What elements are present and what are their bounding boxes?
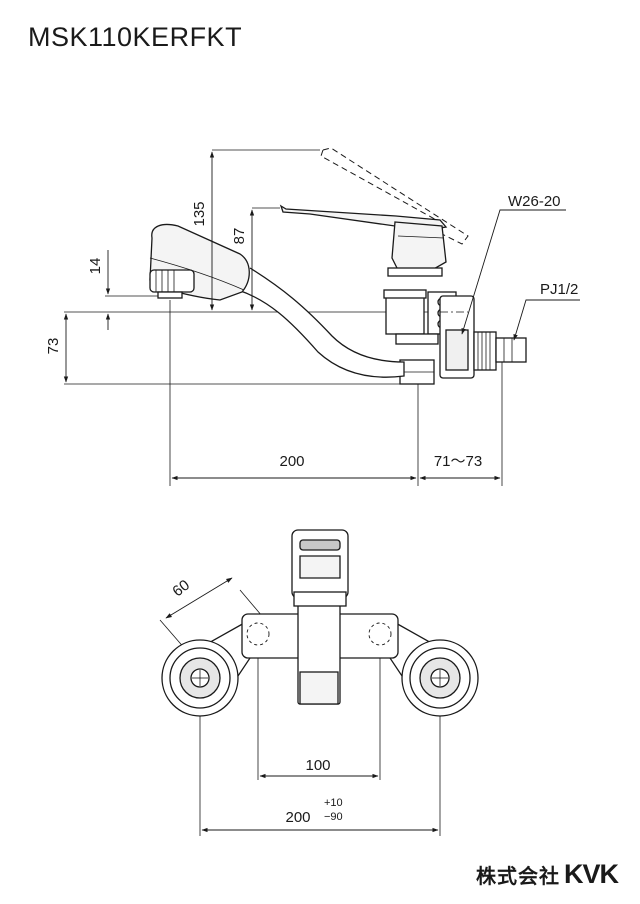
union-nut [473,331,497,371]
label-pipe: PJ1/2 [540,281,578,298]
dim-spout-reach: 200 [279,453,304,470]
left-union [161,639,239,717]
front-dimension-lines [165,577,439,833]
dim-elbow-angle: 60 [169,577,193,601]
front-view [159,529,479,836]
side-dimension-lines [63,151,501,481]
brand-mark: 株式会社 KVK [475,859,619,890]
front-extension-lines [159,589,441,836]
lever-raised-outline [320,147,469,245]
cartridge-block [385,293,425,335]
dim-spout-offset: 14 [87,258,104,275]
aerator [149,269,195,293]
leader-lines [461,209,580,341]
side-view [63,147,580,486]
dim-tolerance-minus: −90 [324,811,343,823]
dim-outer-spacing: 200 [285,809,310,826]
company-name: 株式会社 [475,866,560,888]
dim-inner-spacing: 100 [305,757,330,774]
dim-mount-depth: 71～73 [434,453,482,470]
model-title: MSK110KERFKT [28,22,243,52]
label-thread: W26-20 [508,193,561,210]
dim-tolerance-plus: +10 [324,797,343,809]
spout-arm [237,267,405,378]
valve-ring [387,267,443,277]
valve-body [391,221,447,271]
extension-lines [64,149,503,486]
right-union [401,639,479,717]
pipe-stub [495,337,527,363]
dim-body-height: 87 [231,228,248,245]
kvk-logo: KVK [563,859,619,889]
dim-lever-height: 135 [191,201,208,226]
dim-spout-height: 73 [45,338,62,355]
